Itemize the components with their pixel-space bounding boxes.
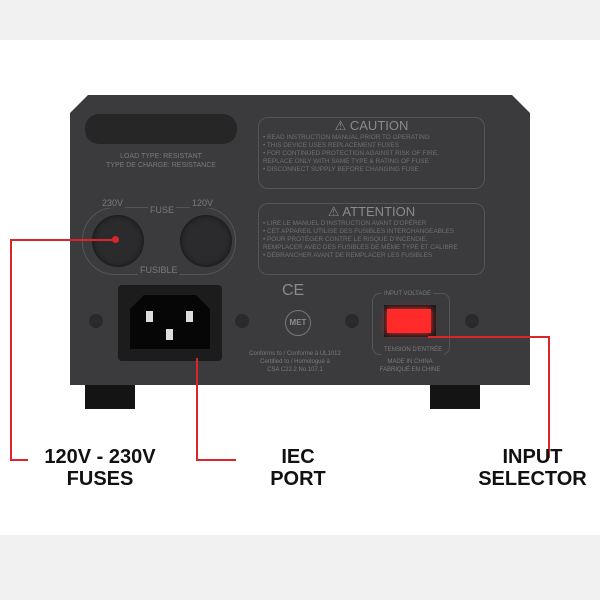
fuse-label: FUSE	[148, 205, 177, 215]
selector-callout-line	[548, 336, 550, 458]
selector-callout-line2: SELECTOR	[478, 468, 587, 490]
screw	[235, 314, 249, 328]
fuse-callout-line	[10, 459, 28, 461]
attention-title: ⚠ ATTENTION	[327, 204, 416, 219]
iec-socket	[130, 295, 210, 349]
cert-line: Conforms to / Conforme à UL1012	[249, 351, 341, 357]
fusible-label: FUSIBLE	[138, 265, 180, 275]
attention-line: REMPLACER AVEC DES FUSIBLES DE MÊME TYPE…	[263, 244, 458, 251]
caution-line: • READ INSTRUCTION MANUAL PRIOR TO OPERA…	[263, 134, 430, 141]
iec-pin	[166, 329, 173, 340]
fuse-callout-line	[10, 239, 12, 461]
input-voltage-label: INPUT VOLTAGE	[382, 290, 434, 299]
iec-callout-line2: PORT	[270, 468, 326, 490]
tension-label: TENSION D'ENTRÉE	[382, 346, 445, 355]
foot-left	[85, 383, 135, 409]
made-in: MADE IN CHINA FABRIQUÉ EN CHINE	[372, 358, 448, 374]
cert-line: CSA C22.2 No.107.1	[267, 367, 323, 373]
foot-right	[430, 383, 480, 409]
made-in-fr: FABRIQUÉ EN CHINE	[379, 367, 441, 373]
cert-line: Certified to / Homologué à	[260, 359, 330, 365]
screw	[345, 314, 359, 328]
iec-callout-line	[196, 459, 236, 461]
attention-panel: ⚠ ATTENTION • LIRE LE MANUEL D'INSTRUCTI…	[258, 203, 485, 275]
iec-callout-line1: IEC	[281, 446, 315, 468]
iec-callout-line	[196, 358, 198, 461]
bottom-band	[0, 535, 600, 600]
screw	[89, 314, 103, 328]
load-type-en: LOAD TYPE: RESISTANT	[120, 153, 202, 160]
iec-pin	[186, 311, 193, 322]
fuse-callout-line	[10, 239, 115, 241]
fuses-callout-line2: FUSES	[66, 468, 134, 490]
attention-line: • POUR PROTÉGER CONTRE LE RISQUE D'INCEN…	[263, 236, 428, 243]
top-band	[0, 0, 600, 40]
caution-title: ⚠ CAUTION	[334, 118, 409, 133]
selector-callout-line	[428, 336, 550, 338]
iec-port[interactable]	[118, 285, 222, 361]
iec-pin	[146, 311, 153, 322]
attention-line: • DÉBRANCHER AVANT DE REMPLACER LES FUSI…	[263, 252, 433, 259]
caution-line: • THIS DEVICE USES REPLACEMENT FUSES	[263, 142, 399, 149]
load-type: LOAD TYPE: RESISTANT TYPE DE CHARGE: RESI…	[85, 152, 237, 170]
caution-line: REPLACE ONLY WITH SAME TYPE & RATING OF …	[263, 158, 429, 165]
made-in-en: MADE IN CHINA	[387, 359, 433, 365]
caution-line: • DISCONNECT SUPPLY BEFORE CHANGING FUSE	[263, 166, 419, 173]
fuse-230-label: 230V	[100, 198, 126, 208]
ce-mark: CE	[282, 282, 305, 299]
screw	[465, 314, 479, 328]
callout-dot	[112, 236, 119, 243]
fuse-120-label: 120V	[190, 198, 216, 208]
met-mark: MET	[285, 310, 311, 336]
caution-line: • FOR CONTINUED PROTECTION AGAINST RISK …	[263, 150, 439, 157]
attention-line: • LIRE LE MANUEL D'INSTRUCTION AVANT D'O…	[263, 220, 427, 227]
fuse-120v-knob[interactable]	[180, 215, 232, 267]
load-type-fr: TYPE DE CHARGE: RESISTANCE	[106, 162, 216, 169]
input-voltage-switch[interactable]	[387, 309, 431, 333]
attention-line: • CET APPAREIL UTILISE DES FUSIBLES INTE…	[263, 228, 455, 235]
selector-callout-line1: INPUT	[502, 446, 563, 468]
fuses-callout-line1: 120V - 230V	[44, 446, 156, 468]
caution-panel: ⚠ CAUTION • READ INSTRUCTION MANUAL PRIO…	[258, 117, 485, 189]
label-slot	[85, 114, 237, 144]
